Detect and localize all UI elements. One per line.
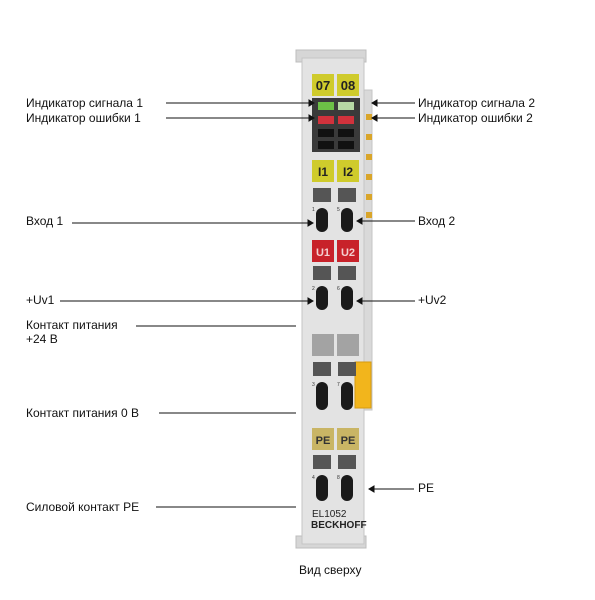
led-blank-4 xyxy=(338,141,354,149)
input-label-1: I1 xyxy=(318,165,328,179)
pe-label-1: PE xyxy=(316,435,331,447)
label-uv1: +Uv1 xyxy=(26,293,55,307)
channel-label-2: 08 xyxy=(341,78,355,93)
brand-logo: BECKHOFF xyxy=(311,520,367,531)
blank-label-1 xyxy=(312,334,334,356)
pe-label-2: PE xyxy=(341,435,356,447)
terminal-hole-4 xyxy=(316,475,328,501)
release-slot-3 xyxy=(313,362,331,376)
side-contacts xyxy=(366,114,372,218)
contact-number-7: 7 xyxy=(337,382,340,388)
label-uv2: +Uv2 xyxy=(418,293,447,307)
led-error-1 xyxy=(318,116,334,124)
supply-label-1: U⁢1 xyxy=(316,247,330,259)
label-signal-indicator-2: Индикатор сигнала 2 xyxy=(418,96,535,110)
power-contact-block xyxy=(354,361,372,409)
label-error-indicator-1: Индикатор ошибки 1 xyxy=(26,111,141,125)
terminal-hole-1 xyxy=(316,208,328,232)
led-blank-3 xyxy=(318,141,334,149)
release-slot-5 xyxy=(338,188,356,202)
contact-number-1: 1 xyxy=(312,207,315,213)
supply-label-bg-2 xyxy=(337,240,359,262)
terminal-hole-2 xyxy=(316,286,328,310)
label-input-1: Вход 1 xyxy=(26,214,64,228)
model-label: EL1052 xyxy=(312,509,347,520)
pe-label-bg-1 xyxy=(312,428,334,450)
channel-label-bg-2 xyxy=(337,74,359,96)
terminal-hole-7 xyxy=(341,382,353,410)
led-blank-1 xyxy=(318,129,334,137)
release-slot-7 xyxy=(338,362,356,376)
label-power-contact-0v: Контакт питания 0 В xyxy=(26,406,139,420)
label-power-contact-24v-line1: Контакт питания xyxy=(26,318,118,332)
contact-number-4: 4 xyxy=(312,475,315,481)
supply-label-2: U⁢2 xyxy=(341,247,355,259)
contact-number-2: 2 xyxy=(312,286,315,292)
led-error-2 xyxy=(338,116,354,124)
release-slot-2 xyxy=(313,266,331,280)
input-label-bg-1 xyxy=(312,160,334,182)
contact-number-8: 8 xyxy=(337,475,340,481)
terminal-hole-6 xyxy=(341,286,353,310)
view-caption: Вид сверху xyxy=(299,563,362,577)
label-power-contact-pe: Силовой контакт PE xyxy=(26,500,140,514)
label-pe-right: PE xyxy=(418,481,435,495)
contact-number-3: 3 xyxy=(312,382,315,388)
label-input-2: Вход 2 xyxy=(418,214,456,228)
input-label-bg-2 xyxy=(337,160,359,182)
led-signal-1 xyxy=(318,102,334,110)
contact-number-6: 6 xyxy=(337,286,340,292)
led-blank-2 xyxy=(338,129,354,137)
label-power-contact-24v-line2: +24 В xyxy=(26,332,58,346)
channel-label-bg-1 xyxy=(312,74,334,96)
channel-label-1: 07 xyxy=(316,78,330,93)
label-signal-indicator-1: Индикатор сигнала 1 xyxy=(26,96,143,110)
terminal-hole-8 xyxy=(341,475,353,501)
input-label-2: I2 xyxy=(343,165,353,179)
contact-number-5: 5 xyxy=(337,207,340,213)
terminal-hole-5 xyxy=(341,208,353,232)
blank-label-2 xyxy=(337,334,359,356)
pe-label-bg-2 xyxy=(337,428,359,450)
release-slot-8 xyxy=(338,455,356,469)
supply-label-bg-1 xyxy=(312,240,334,262)
release-slot-6 xyxy=(338,266,356,280)
release-slot-4 xyxy=(313,455,331,469)
release-slot-1 xyxy=(313,188,331,202)
leader-lines xyxy=(60,99,415,508)
terminal-hole-3 xyxy=(316,382,328,410)
label-error-indicator-2: Индикатор ошибки 2 xyxy=(418,111,533,125)
module-side-rail xyxy=(363,89,373,411)
led-signal-2 xyxy=(338,102,354,110)
